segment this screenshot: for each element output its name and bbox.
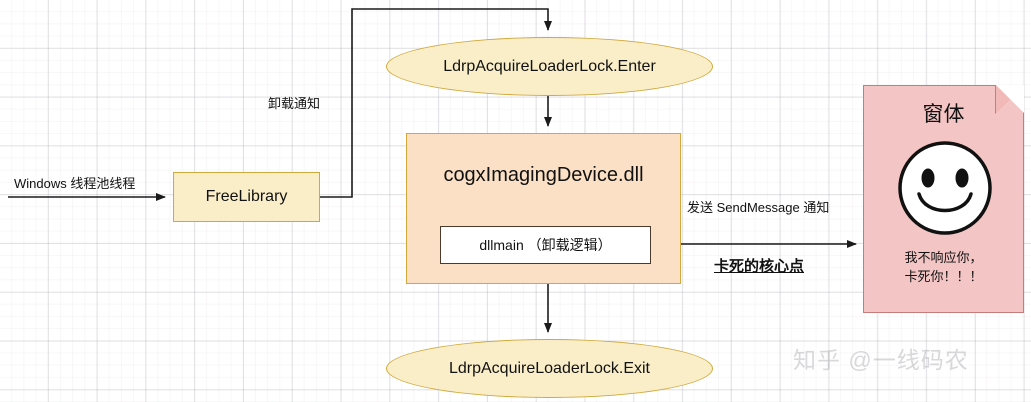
note-body-text: 我不响应你， 卡死你！！！	[864, 249, 1023, 287]
note-fold-cut-icon	[996, 85, 1024, 113]
edge-label-send-message: 发送 SendMessage 通知	[687, 200, 830, 215]
node-ldrp-acquire-loader-lock-exit[interactable]: LdrpAcquireLoaderLock.Exit	[386, 339, 713, 398]
node-window-note[interactable]: 窗体 我不响应你， 卡死你！！！	[863, 85, 1024, 313]
node-freelibrary[interactable]: FreeLibrary	[173, 172, 320, 222]
edge-label-unload-notify: 卸载通知	[268, 96, 321, 111]
node-dllmain[interactable]: dllmain （卸载逻辑）	[440, 226, 651, 264]
note-title: 窗体	[922, 103, 965, 126]
edge-label-windows-thread-pool: Windows 线程池线程	[14, 176, 136, 191]
note-body-line-2: 卡死你！！！	[904, 268, 983, 284]
edge-label-core-point: 卡死的核心点	[714, 258, 805, 275]
node-dll-title: cogxImagingDevice.dll	[443, 164, 644, 186]
smiley-face-icon	[895, 138, 995, 238]
node-ldrp-acquire-loader-lock-enter[interactable]: LdrpAcquireLoaderLock.Enter	[386, 37, 713, 96]
note-body-line-1: 我不响应你，	[904, 250, 983, 265]
node-cogximagingdevice-dll[interactable]: cogxImagingDevice.dll dllmain （卸载逻辑）	[406, 133, 681, 284]
watermark: 知乎 @一线码农	[793, 347, 969, 373]
